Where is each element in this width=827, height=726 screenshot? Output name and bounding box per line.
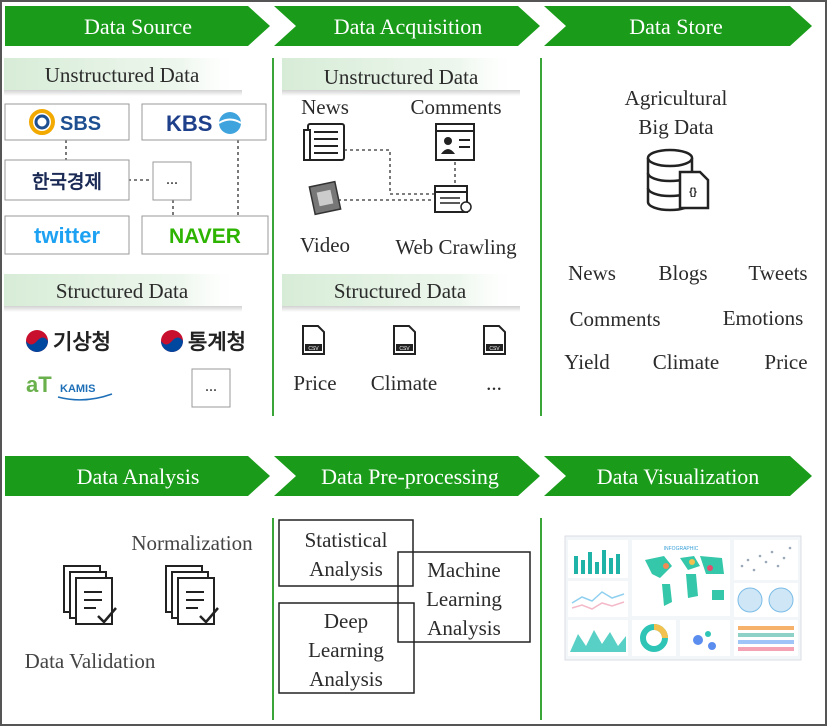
store-term-tweets: Tweets <box>748 261 807 285</box>
logo-at-kamis: aT KAMIS <box>26 372 113 401</box>
svg-text:Machine: Machine <box>427 558 500 582</box>
header-data-preprocessing: Data Pre-processing <box>274 456 540 496</box>
film-video-icon <box>308 180 342 216</box>
header-data-source-label: Data Source <box>84 14 192 39</box>
header-data-source: Data Source <box>5 6 270 46</box>
store-term-blogs: Blogs <box>658 261 707 285</box>
svg-text:Analysis: Analysis <box>309 667 383 691</box>
svg-text:Statistical: Statistical <box>305 528 388 552</box>
acq-price-label: Price <box>293 371 336 395</box>
documents-check-icon <box>63 565 117 625</box>
logo-twitter: twitter <box>4 215 130 255</box>
header-data-analysis: Data Analysis <box>5 456 270 496</box>
acq-ellipsis-label: ... <box>486 371 502 395</box>
store-term-climate: Climate <box>653 350 720 374</box>
svg-text:Analysis: Analysis <box>309 557 383 581</box>
svg-text:Learning: Learning <box>308 638 384 662</box>
svg-text:{}: {} <box>689 187 697 198</box>
profile-card-icon <box>435 123 475 161</box>
acq-unstructured-tab: Unstructured Data <box>282 58 520 96</box>
twitter-wordmark: twitter <box>34 223 100 248</box>
analysis-normalization-label: Normalization <box>131 531 253 555</box>
source-connectors <box>65 140 239 216</box>
newspaper-icon <box>303 123 345 161</box>
header-data-analysis-label: Data Analysis <box>77 464 200 489</box>
logo-kbs: KBS <box>141 103 267 141</box>
acq-web-crawling-label: Web Crawling <box>395 235 517 259</box>
store-term-yield: Yield <box>564 350 610 374</box>
store-term-comments: Comments <box>569 307 660 331</box>
acq-news-label: News <box>301 95 349 119</box>
sbs-wordmark: SBS <box>60 113 101 135</box>
acq-structured-label: Structured Data <box>334 279 467 303</box>
structured-more-box: ... <box>191 368 231 408</box>
csv-file-icon: CSV <box>483 325 506 355</box>
header-data-store: Data Store <box>544 6 812 46</box>
box-machine-learning: Machine Learning Analysis <box>397 551 531 643</box>
web-crawler-icon <box>434 185 472 213</box>
logo-kostat: 통계청 <box>161 330 246 354</box>
acq-connectors <box>338 149 456 201</box>
acq-climate-label: Climate <box>371 371 438 395</box>
documents-check-icon <box>165 565 219 625</box>
header-data-preprocessing-label: Data Pre-processing <box>321 464 499 489</box>
logo-kma: 기상청 <box>26 330 111 354</box>
svg-text:...: ... <box>205 378 217 395</box>
kbs-wordmark: KBS <box>166 111 212 136</box>
dashboard-thumbnail: INFOGRAPHIC <box>564 535 802 661</box>
svg-text:CSV: CSV <box>489 346 500 352</box>
hankyung-wordmark: 한국경제 <box>32 171 102 193</box>
acq-unstructured-label: Unstructured Data <box>324 65 479 89</box>
source-unstructured-tab: Unstructured Data <box>4 58 242 96</box>
box-deep-learning: Deep Learning Analysis <box>278 602 415 694</box>
source-structured-tab: Structured Data <box>4 274 242 312</box>
header-data-store-label: Data Store <box>629 14 722 39</box>
svg-text:Learning: Learning <box>426 587 502 611</box>
header-data-acquisition: Data Acquisition <box>274 6 540 46</box>
kbs-globe-icon <box>219 112 241 134</box>
svg-text:...: ... <box>166 171 178 188</box>
header-data-acquisition-label: Data Acquisition <box>334 14 482 39</box>
source-structured-label: Structured Data <box>56 279 189 303</box>
source-unstructured-label: Unstructured Data <box>45 63 200 87</box>
svg-text:CSV: CSV <box>399 346 410 352</box>
kamis-wordmark: KAMIS <box>60 383 95 395</box>
acq-video-label: Video <box>300 233 350 257</box>
svg-text:Analysis: Analysis <box>427 616 501 640</box>
kma-wordmark: 기상청 <box>53 330 111 354</box>
at-wordmark: aT <box>26 372 52 397</box>
csv-file-icon: CSV <box>393 325 416 355</box>
store-term-news: News <box>568 261 616 285</box>
kostat-wordmark: 통계청 <box>188 330 246 354</box>
acq-structured-tab: Structured Data <box>282 274 520 312</box>
analysis-data-validation-label: Data Validation <box>25 649 156 673</box>
logo-sbs: SBS <box>4 103 130 141</box>
naver-wordmark: NAVER <box>169 225 241 248</box>
svg-text:Deep: Deep <box>324 609 368 633</box>
header-data-visualization: Data Visualization <box>544 456 812 496</box>
csv-file-icon: CSV <box>302 325 325 355</box>
acq-comments-label: Comments <box>410 95 501 119</box>
box-statistical-analysis: Statistical Analysis <box>278 519 414 587</box>
svg-text:CSV: CSV <box>308 346 319 352</box>
store-term-emotions: Emotions <box>723 306 804 330</box>
sbs-ring-icon <box>29 109 55 135</box>
logo-naver: NAVER <box>141 215 269 255</box>
database-icon: {} <box>646 148 710 212</box>
logo-more-box: ... <box>152 161 192 201</box>
store-term-price: Price <box>764 350 807 374</box>
dashboard-title: INFOGRAPHIC <box>664 546 699 552</box>
logo-hankyung: 한국경제 <box>4 159 130 201</box>
store-title-line2: Big Data <box>638 115 714 139</box>
store-title-line1: Agricultural <box>625 86 728 110</box>
header-data-visualization-label: Data Visualization <box>597 464 760 489</box>
